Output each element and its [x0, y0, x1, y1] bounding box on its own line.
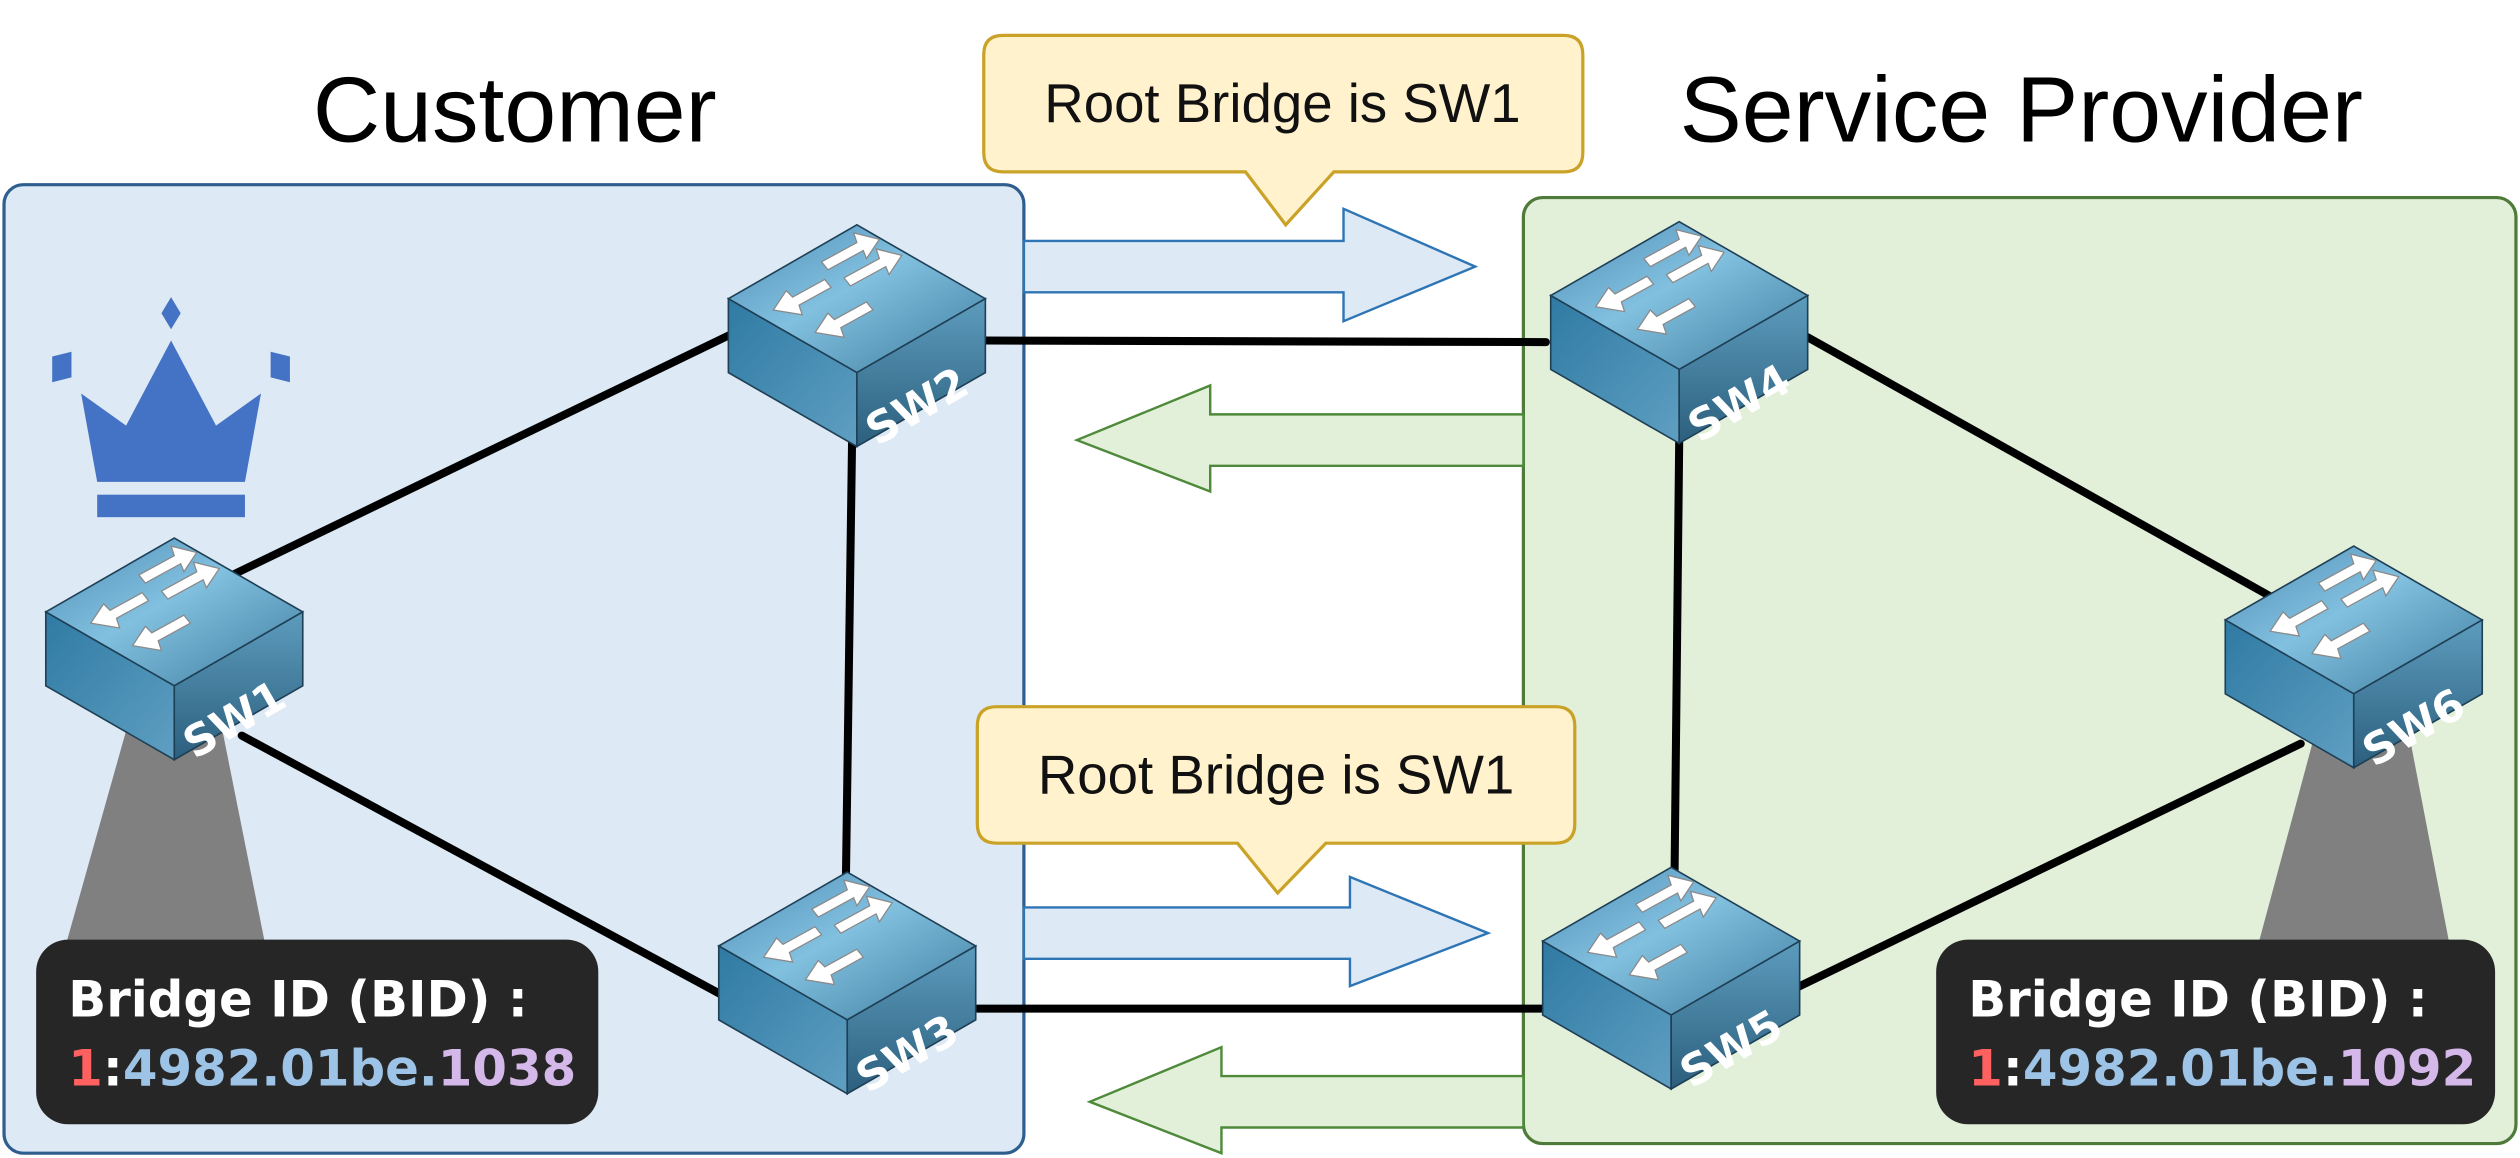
sw1-pedestal [65, 730, 266, 948]
callout-top-text: Root Bridge is SW1 [1044, 73, 1520, 134]
customer-title: Customer [313, 57, 717, 161]
link-sw5-sw6 [1792, 739, 2305, 992]
arrow-left-bottom [1086, 1045, 1525, 1155]
arrow-right-bottom [1022, 875, 1492, 988]
provider-title: Service Provider [1680, 57, 2363, 161]
bid-box-customer: Bridge ID (BID) : 1:4982.01be.1038 [36, 939, 599, 1125]
crown-icon [52, 297, 290, 518]
callout-top: Root Bridge is SW1 [982, 33, 1585, 228]
bid-box-provider: Bridge ID (BID) : 1:4982.01be.1092 [1936, 939, 2496, 1125]
link-sw1-sw3 [237, 731, 728, 1000]
sw6-pedestal [2257, 738, 2451, 948]
customer-region [2, 183, 1026, 1155]
link-sw2-sw3 [841, 437, 857, 904]
links [221, 330, 2305, 1013]
link-sw1-sw2 [221, 330, 736, 583]
link-sw2-sw4 [979, 336, 1550, 347]
arrow-right-top [1022, 206, 1479, 324]
bid-value: 1:4982.01be.1092 [1968, 1040, 2476, 1098]
provider-region [1521, 195, 2518, 1146]
link-sw4-sw6 [1803, 333, 2294, 612]
bid-heading: Bridge ID (BID) : [1968, 971, 2427, 1029]
callout-bottom: Root Bridge is SW1 [975, 705, 1577, 896]
link-sw4-sw5 [1670, 437, 1684, 896]
callout-bottom-text: Root Bridge is SW1 [1038, 744, 1514, 805]
bid-heading: Bridge ID (BID) : [68, 971, 527, 1029]
arrow-left-top [1073, 383, 1525, 494]
bid-value: 1:4982.01be.1038 [68, 1040, 576, 1098]
